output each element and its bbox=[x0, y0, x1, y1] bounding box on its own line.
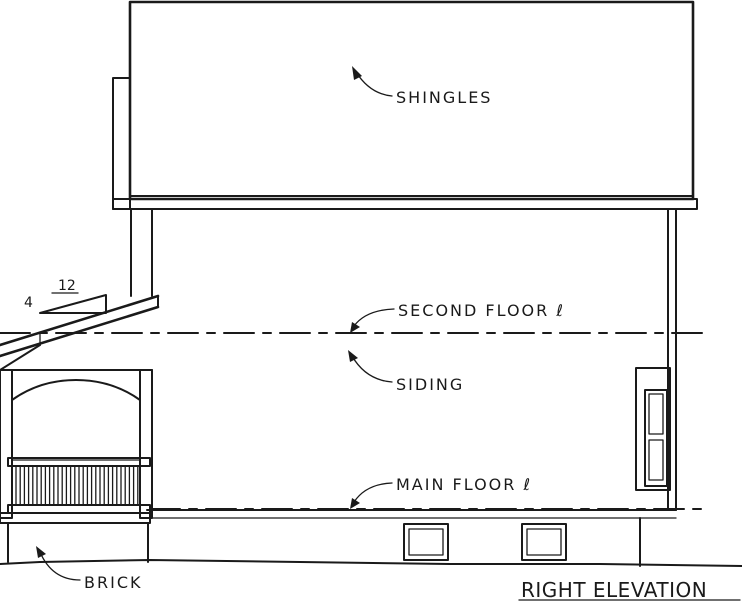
arrowhead-icon bbox=[350, 498, 360, 509]
callout-second-floor: SECOND FLOOR ℓ bbox=[350, 301, 565, 333]
label-siding: SIDING bbox=[396, 375, 464, 394]
foundation-vent-1 bbox=[403, 523, 449, 561]
upper-roof bbox=[112, 0, 698, 210]
arrowhead-icon bbox=[348, 350, 358, 362]
label-brick: BRICK bbox=[84, 573, 142, 592]
grade-line bbox=[0, 559, 742, 567]
label-main-floor: MAIN FLOOR ℓ bbox=[396, 475, 532, 494]
callout-shingles: SHINGLES bbox=[352, 66, 492, 107]
callout-brick: BRICK bbox=[36, 546, 142, 592]
label-shingles: SHINGLES bbox=[396, 88, 492, 107]
porch-roof bbox=[0, 294, 160, 371]
arrowhead-icon bbox=[352, 66, 362, 80]
arrowhead-icon bbox=[350, 322, 360, 333]
porch bbox=[0, 369, 153, 563]
pitch-rise-label: 4 bbox=[24, 295, 33, 311]
roof-pitch-indicator: 4 12 bbox=[24, 278, 107, 314]
pitch-run-label: 12 bbox=[58, 278, 76, 294]
arrowhead-icon bbox=[36, 546, 46, 558]
foundation-vent-2 bbox=[521, 523, 567, 561]
porch-railing bbox=[7, 457, 151, 514]
title-text: RIGHT ELEVATION bbox=[521, 578, 707, 602]
callout-siding: SIDING bbox=[348, 350, 464, 394]
drawing-title: RIGHT ELEVATION bbox=[518, 578, 741, 602]
label-second-floor: SECOND FLOOR ℓ bbox=[398, 301, 565, 320]
side-window bbox=[635, 367, 671, 491]
callout-main-floor: MAIN FLOOR ℓ bbox=[350, 475, 532, 509]
